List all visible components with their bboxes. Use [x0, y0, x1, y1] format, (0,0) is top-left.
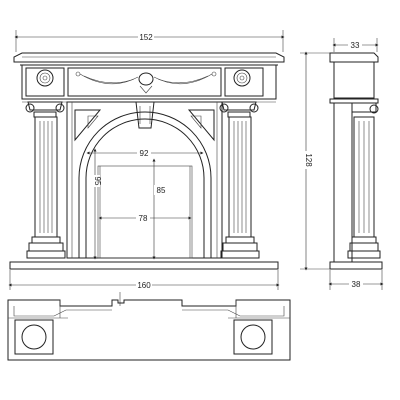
- right-column-base: [220, 236, 260, 259]
- dimension-side-depth-base: 38: [328, 270, 384, 290]
- plan-left-column: [14, 319, 54, 355]
- left-column-base: [26, 236, 66, 259]
- arch-surround: [66, 101, 223, 259]
- hearth: [9, 261, 279, 270]
- central-cartouche: [138, 72, 154, 86]
- dimension-side-depth-top: 33: [332, 38, 379, 52]
- arch-opening: [85, 118, 205, 258]
- dimension-label-opening-width: 78: [139, 214, 148, 223]
- dimension-opening-height-center: 85: [152, 158, 168, 260]
- right-swag: [153, 73, 213, 85]
- side-elevation: 128 33: [300, 38, 384, 290]
- frieze: [21, 64, 277, 103]
- mantel-shelf: [13, 52, 285, 66]
- dimension-label-top-width: 152: [139, 33, 153, 42]
- dimension-height: 128: [300, 51, 330, 271]
- right-column-capital: [219, 101, 259, 118]
- side-profile: [329, 52, 383, 270]
- dimension-label-opening-height-center: 85: [157, 186, 166, 195]
- dimension-base-width: 160: [8, 270, 280, 290]
- right-spandrel: [187, 109, 215, 142]
- plan-right-column: [233, 319, 273, 355]
- left-spandrel: [74, 109, 102, 142]
- right-column-shaft: [228, 116, 252, 238]
- plan-view: [7, 292, 291, 361]
- right-rosette: [233, 69, 251, 87]
- keystone: [135, 101, 155, 129]
- dimension-label-opening-height-left: 95: [93, 177, 102, 186]
- dimension-arch-width: 92: [86, 148, 204, 158]
- front-elevation: 152: [8, 30, 285, 290]
- left-swag: [79, 73, 139, 85]
- dimension-top-width: 152: [14, 30, 285, 52]
- dimension-label-height: 128: [304, 153, 313, 167]
- left-column-capital: [25, 101, 65, 118]
- left-column-shaft: [34, 116, 58, 238]
- dimension-label-side-depth-base: 38: [352, 280, 361, 289]
- dimension-label-base-width: 160: [137, 281, 151, 290]
- firebox-opening: [97, 165, 193, 259]
- dimension-label-side-depth-top: 33: [351, 41, 360, 50]
- dimension-label-arch-width: 92: [140, 149, 149, 158]
- left-rosette: [36, 69, 54, 87]
- dimension-opening-height-left: 95: [90, 148, 102, 260]
- dimension-opening-width: 78: [98, 213, 192, 223]
